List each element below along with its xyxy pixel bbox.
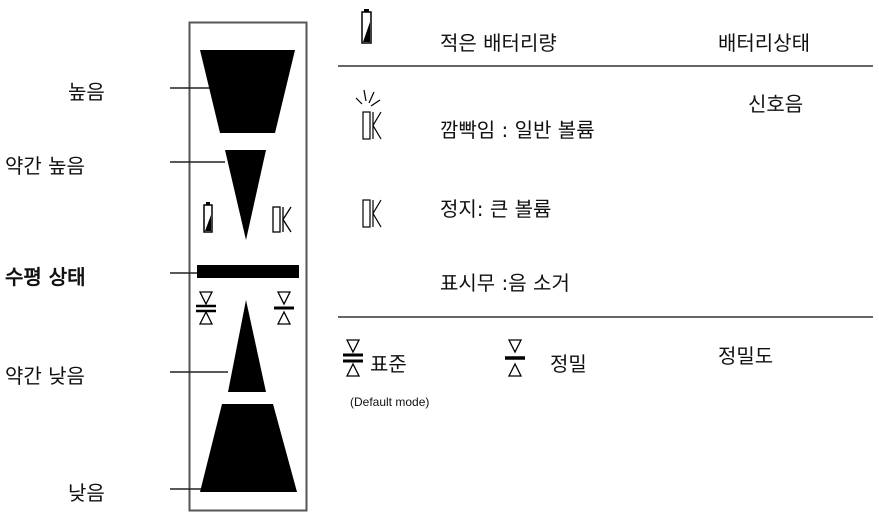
sound-blink-label: 깜빡임 : 일반 볼륨 <box>440 118 595 142</box>
label-level: 수평 상태 <box>5 265 86 289</box>
precision-category: 정밀도 <box>718 344 774 368</box>
precision-fine-label: 정밀 <box>550 352 587 376</box>
label-high: 높음 <box>68 80 105 104</box>
precision-default-note: (Default mode) <box>350 395 430 409</box>
speaker-steady-icon <box>362 199 382 228</box>
speaker-icon <box>272 206 292 233</box>
level-indicator <box>197 265 299 278</box>
battery-icon-legend <box>361 9 372 44</box>
battery-icon <box>203 202 213 233</box>
slightly-high-indicator <box>225 150 266 240</box>
label-low: 낮음 <box>68 481 105 505</box>
sound-steady-label: 정지: 큰 볼륨 <box>440 197 552 221</box>
display-frame <box>188 21 308 512</box>
precision-standard-icon <box>343 339 363 377</box>
sound-category: 신호음 <box>748 92 804 116</box>
battery-low-label: 적은 배터리량 <box>440 31 557 55</box>
high-indicator <box>200 50 295 133</box>
precision-fine-icon <box>505 339 525 377</box>
precision-standard-label: 표준 <box>370 352 407 376</box>
label-slightly-low: 약간 낮음 <box>5 364 85 388</box>
sound-mute-label: 표시무 :음 소거 <box>440 271 570 295</box>
label-slightly-high: 약간 높음 <box>5 154 85 178</box>
slightly-low-indicator <box>228 300 266 392</box>
precision-standard-icon-display <box>196 291 216 325</box>
battery-category: 배터리상태 <box>718 31 810 55</box>
low-indicator <box>200 404 297 492</box>
precision-fine-icon-display <box>274 291 294 325</box>
speaker-blink-icon <box>355 89 382 140</box>
